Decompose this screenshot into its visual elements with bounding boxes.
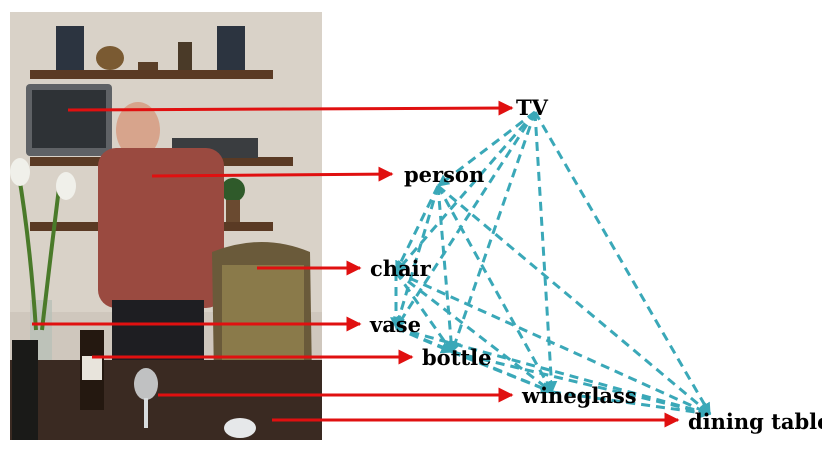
arrow-person — [151, 166, 394, 182]
edge-chair-wineglass — [395, 270, 553, 394]
edge-person-wineglass — [436, 185, 554, 394]
relation-edges — [390, 110, 712, 419]
edge-wineglass-dining_table — [551, 390, 712, 419]
edge-person-vase — [393, 185, 440, 330]
edge-chair-bottle — [394, 271, 454, 353]
scene-photo — [10, 12, 322, 440]
edge-tv-wineglass — [533, 111, 558, 394]
node-label-wineglass: wineglass — [521, 383, 637, 408]
edge-tv-person — [437, 110, 536, 188]
arrow-tv — [67, 100, 514, 116]
graph-nodes: TV person chair vase bottle wineglass di… — [369, 95, 822, 434]
edge-vase-dining_table — [395, 326, 712, 417]
node-label-dining-table: dining table — [688, 409, 822, 434]
node-label-bottle: bottle — [422, 345, 491, 370]
edge-tv-chair — [394, 111, 537, 273]
edge-person-bottle — [436, 185, 458, 354]
edge-bottle-wineglass — [451, 350, 554, 394]
node-label-person: person — [404, 162, 484, 187]
node-label-tv: TV — [516, 95, 549, 120]
node-label-chair: chair — [370, 256, 432, 281]
correspondence-arrows — [32, 100, 680, 428]
edge-tv-vase — [394, 111, 537, 330]
edge-tv-dining_table — [533, 111, 712, 416]
edge-person-chair — [394, 185, 440, 274]
edge-chair-dining_table — [395, 270, 712, 416]
node-label-vase: vase — [369, 312, 421, 337]
edge-tv-bottle — [449, 111, 537, 354]
